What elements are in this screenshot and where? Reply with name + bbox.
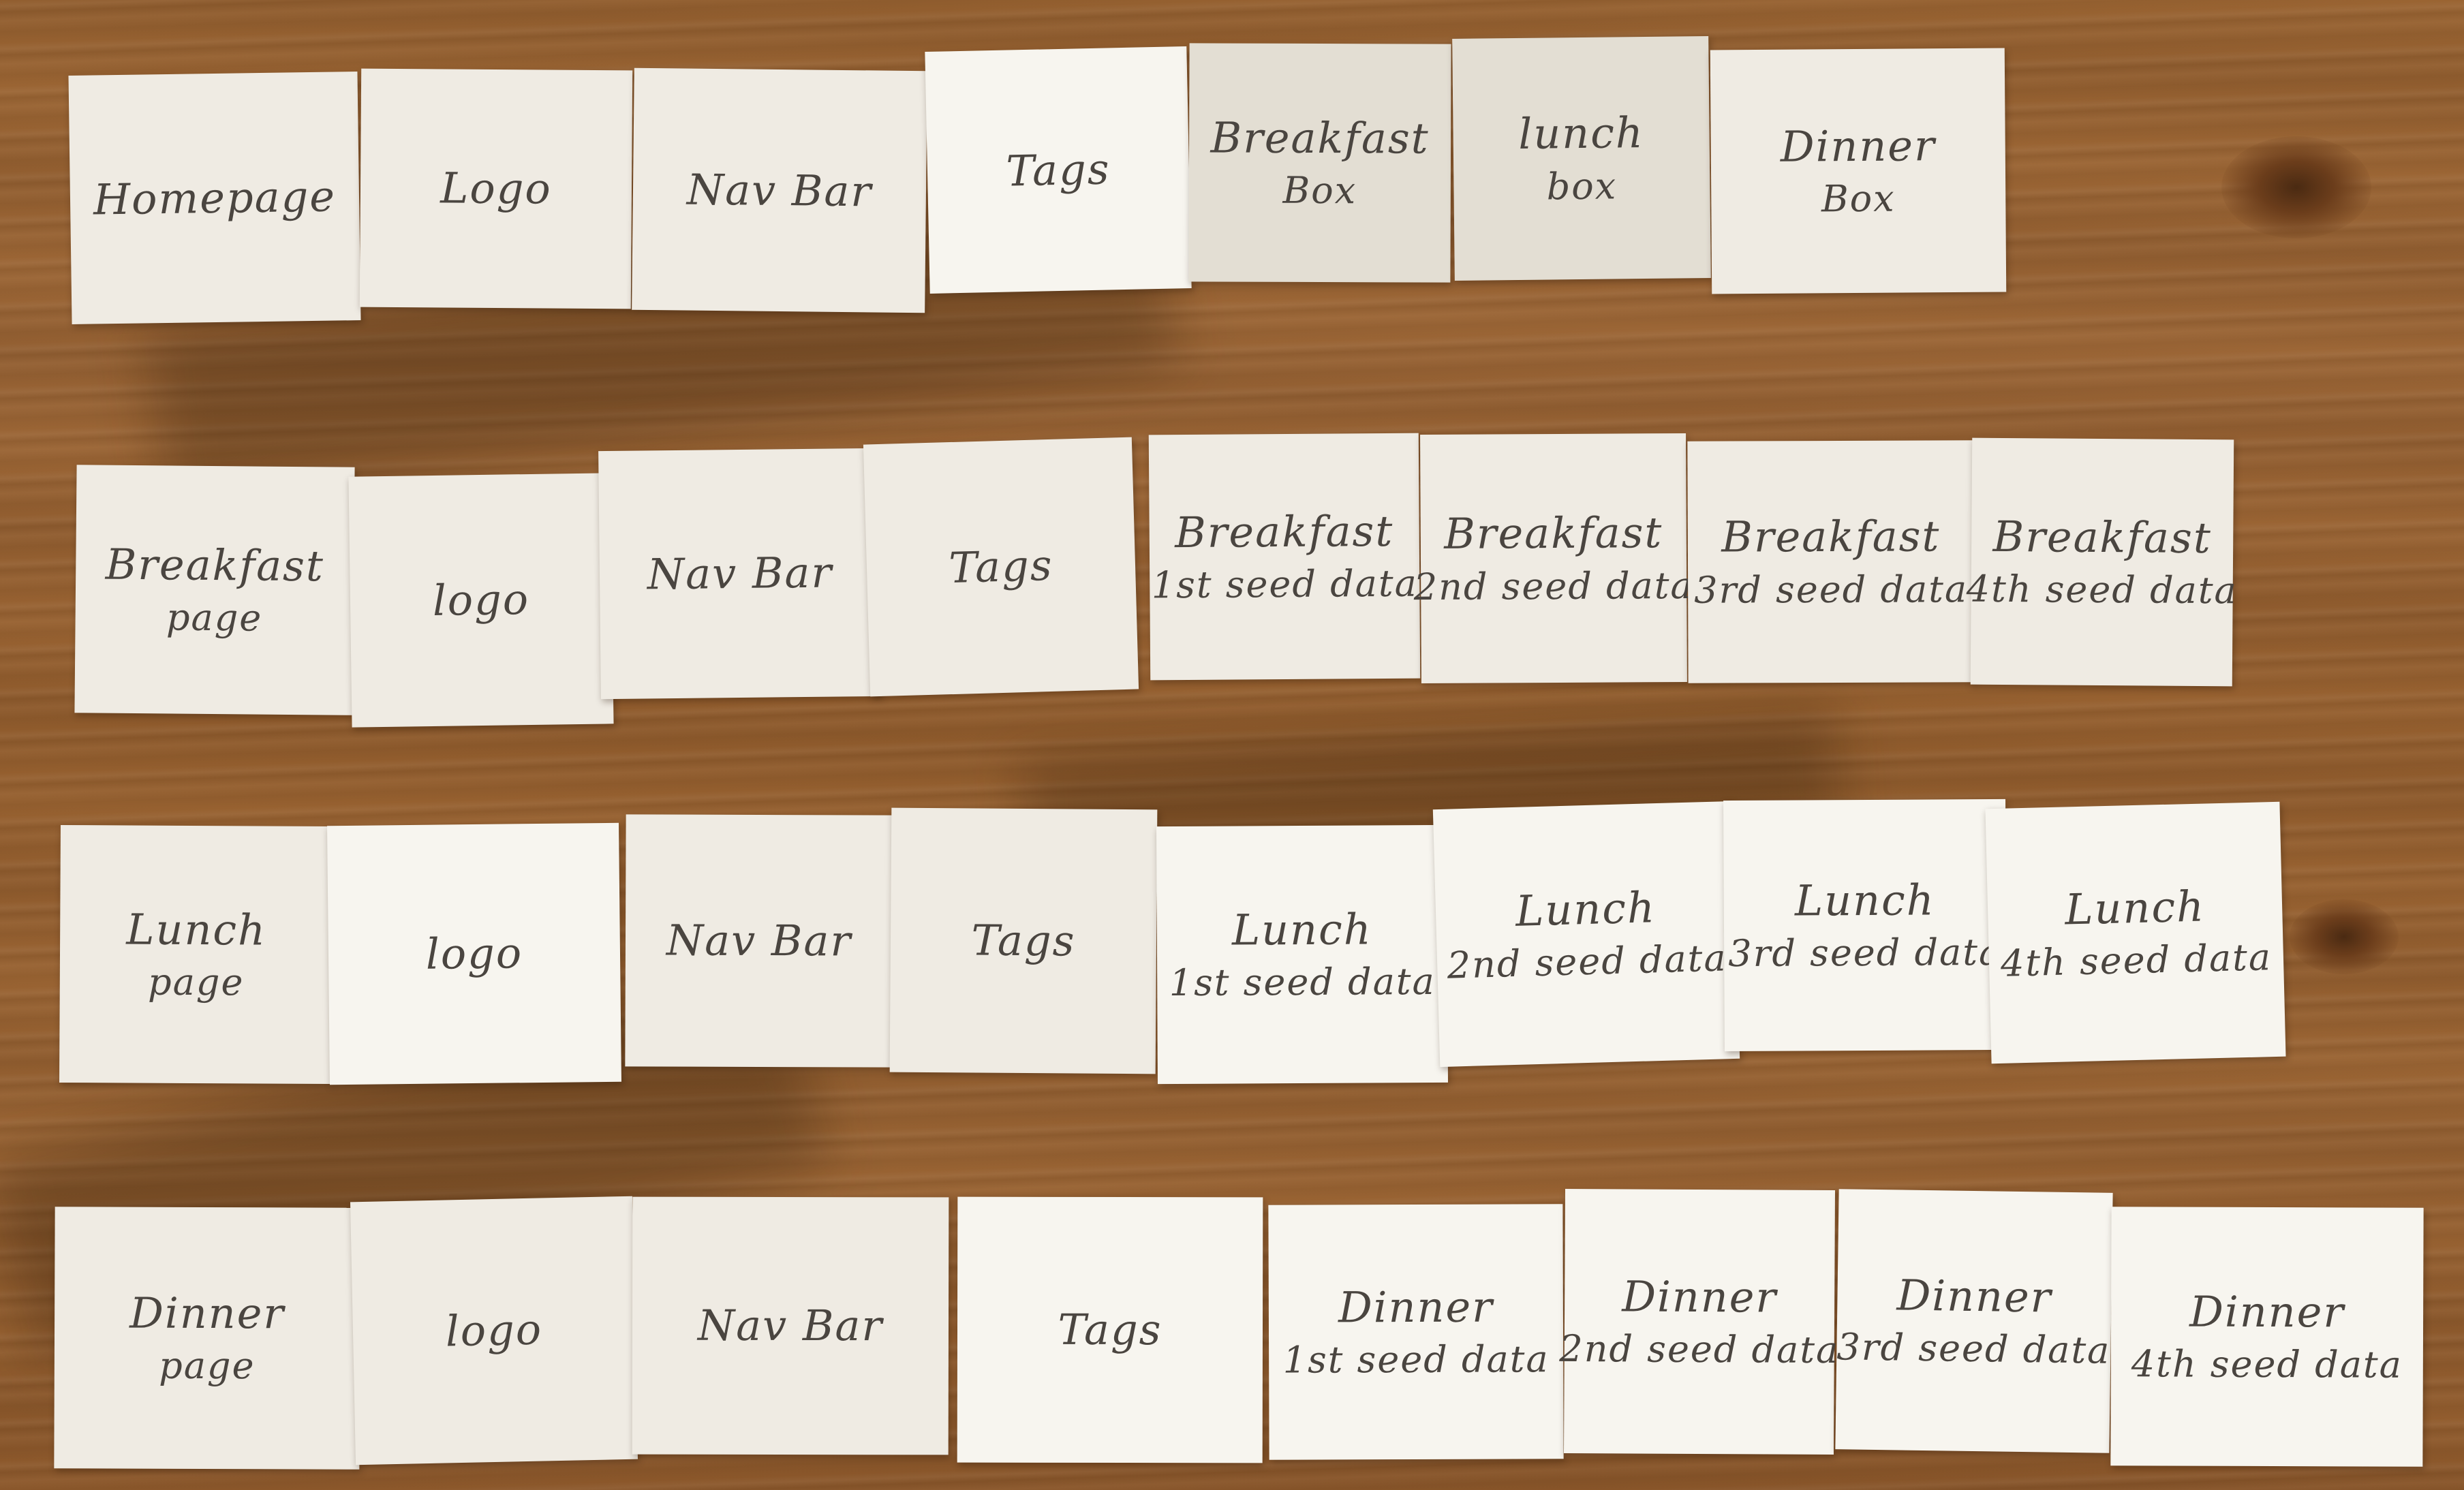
- sticky-note-logo: logo: [327, 822, 621, 1085]
- note-line2: 4th seed data: [2000, 935, 2273, 986]
- wood-knot: [2221, 136, 2371, 238]
- note-line1: lunch: [1518, 108, 1645, 159]
- note-line1: Breakfast: [1174, 506, 1394, 557]
- note-line1: Tags: [948, 540, 1054, 593]
- sticky-note-dinner-box: Dinner Box: [1710, 48, 2007, 294]
- wood-knot: [2290, 899, 2399, 974]
- note-line1: Lunch: [2064, 881, 2206, 935]
- sticky-note-logo: Logo: [359, 68, 633, 309]
- sticky-note-breakfast-page: Breakfast page: [74, 465, 355, 715]
- sticky-note-dinner-page: Dinner page: [54, 1207, 360, 1470]
- note-line1: Nav Bar: [686, 164, 873, 217]
- note-line2: box: [1546, 164, 1618, 208]
- note-line1: Dinner: [1780, 120, 1936, 172]
- note-line1: Tags: [971, 915, 1076, 966]
- sticky-note-dinner-2nd-seed-data: Dinner 2nd seed data: [1559, 1188, 1839, 1455]
- note-line1: logo: [425, 928, 523, 979]
- note-line1: Breakfast: [1992, 511, 2213, 563]
- sticky-note-dinner-4th-seed-data: Dinner 4th seed data: [2110, 1207, 2424, 1467]
- note-line1: Dinner: [1622, 1271, 1778, 1322]
- note-line2: Box: [1821, 177, 1896, 221]
- sticky-note-lunch-1st-seed-data: Lunch 1st seed data: [1156, 824, 1448, 1085]
- note-line1: Tags: [1058, 1305, 1162, 1355]
- note-line2: 3rd seed data: [1836, 1325, 2111, 1373]
- note-line1: logo: [445, 1304, 543, 1356]
- note-line1: Breakfast: [105, 539, 325, 591]
- sticky-note-lunch-box: lunch box: [1452, 36, 1711, 281]
- note-line1: Nav Bar: [647, 547, 833, 600]
- sticky-note-dinner-1st-seed-data: Dinner 1st seed data: [1268, 1204, 1564, 1460]
- sticky-note-logo: logo: [348, 473, 614, 728]
- note-line2: 4th seed data: [1966, 568, 2238, 612]
- note-line1: Nav Bar: [697, 1300, 884, 1351]
- note-line1: Dinner: [2189, 1286, 2345, 1337]
- sticky-note-lunch-2nd-seed-data: Lunch 2nd seed data: [1432, 801, 1740, 1068]
- sticky-note-tags: Tags: [925, 46, 1192, 294]
- note-line1: Breakfast: [1210, 112, 1430, 164]
- sticky-note-nav-bar: Nav Bar: [632, 67, 927, 313]
- note-line1: Homepage: [93, 171, 337, 225]
- note-line1: Lunch: [1794, 875, 1935, 926]
- sticky-note-nav-bar: Nav Bar: [632, 1196, 949, 1455]
- note-line1: Dinner: [129, 1288, 286, 1339]
- sticky-note-breakfast-2nd-seed-data: Breakfast 2nd seed data: [1414, 433, 1694, 684]
- sticky-note-nav-bar: Nav Bar: [625, 814, 893, 1068]
- note-line1: Nav Bar: [666, 915, 852, 966]
- note-line1: Tags: [1005, 144, 1111, 196]
- note-line1: Breakfast: [1444, 508, 1663, 559]
- note-line2: Box: [1282, 169, 1357, 213]
- note-line1: Dinner: [1896, 1270, 2052, 1322]
- sticky-note-breakfast-4th-seed-data: Breakfast 4th seed data: [1966, 437, 2238, 687]
- sticky-note-tags: Tags: [863, 437, 1139, 697]
- note-line1: Breakfast: [1721, 511, 1941, 562]
- sticky-note-lunch-3rd-seed-data: Lunch 3rd seed data: [1723, 798, 2007, 1052]
- sticky-note-logo: logo: [350, 1196, 638, 1465]
- note-line2: 1st seed data: [1169, 960, 1436, 1005]
- sticky-note-lunch-page: Lunch page: [59, 824, 333, 1085]
- note-line1: logo: [432, 574, 530, 626]
- note-line1: Dinner: [1338, 1282, 1494, 1333]
- note-line2: 1st seed data: [1151, 562, 1418, 607]
- note-line2: 2nd seed data: [1446, 936, 1728, 988]
- note-line1: Lunch: [126, 904, 267, 955]
- note-line2: 1st seed data: [1282, 1337, 1550, 1382]
- note-line2: page: [159, 1344, 256, 1388]
- sticky-note-breakfast-box: Breakfast Box: [1188, 43, 1451, 283]
- note-line1: Lunch: [1515, 882, 1657, 936]
- note-line1: Lunch: [1231, 904, 1372, 955]
- note-line2: 3rd seed data: [1694, 568, 1969, 612]
- note-line2: 2nd seed data: [1559, 1327, 1840, 1372]
- sticky-note-dinner-3rd-seed-data: Dinner 3rd seed data: [1835, 1189, 2113, 1453]
- sticky-note-breakfast-3rd-seed-data: Breakfast 3rd seed data: [1687, 440, 1975, 683]
- sticky-note-breakfast-1st-seed-data: Breakfast 1st seed data: [1148, 433, 1421, 681]
- note-line1: Logo: [440, 163, 553, 214]
- note-line2: 3rd seed data: [1728, 931, 2003, 976]
- note-line2: page: [147, 961, 245, 1004]
- sticky-note-tags: Tags: [957, 1196, 1263, 1463]
- note-line2: 2nd seed data: [1413, 563, 1694, 608]
- sticky-note-homepage: Homepage: [68, 72, 361, 324]
- sticky-note-lunch-4th-seed-data: Lunch 4th seed data: [1985, 801, 2286, 1064]
- note-line2: page: [166, 595, 263, 640]
- note-line2: 4th seed data: [2131, 1342, 2403, 1387]
- sticky-note-nav-bar: Nav Bar: [598, 448, 882, 700]
- sticky-note-tags: Tags: [889, 807, 1158, 1074]
